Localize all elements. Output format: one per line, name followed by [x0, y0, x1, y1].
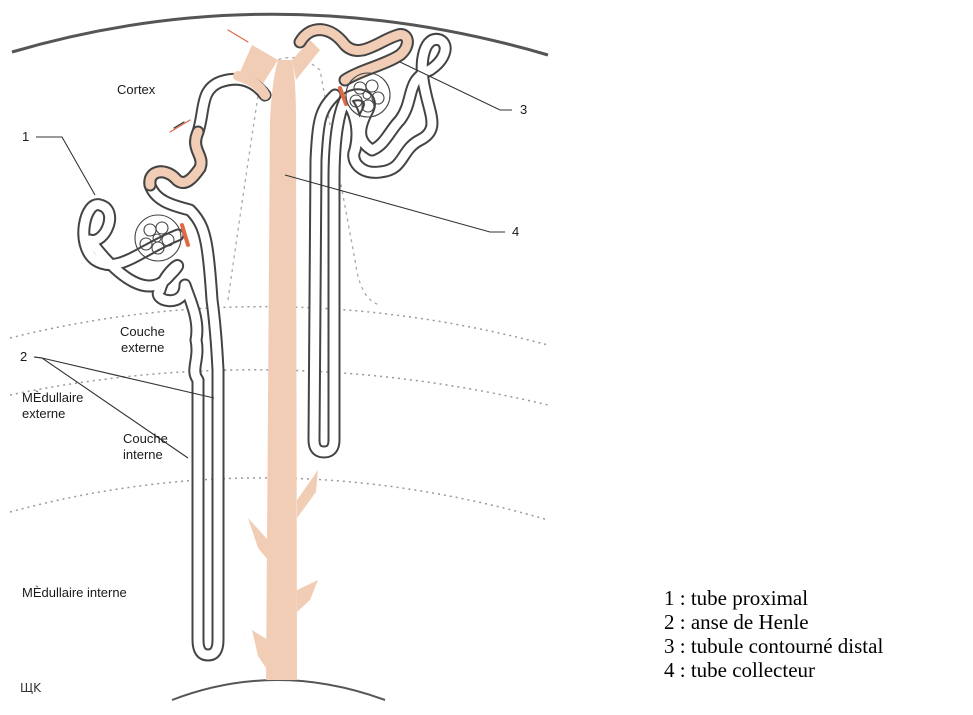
legend-item-1: 1 : tube proximal — [664, 586, 883, 610]
legend: 1 : tube proximal 2 : anse de Henle 3 : … — [664, 586, 883, 682]
legend-item-3: 3 : tubule contourné distal — [664, 634, 883, 658]
nephron-left — [84, 76, 265, 655]
artist-signature: ЩK — [20, 681, 42, 695]
collecting-duct — [240, 40, 320, 680]
label-cortex: Cortex — [117, 82, 156, 97]
label-couche-interne-line2: interne — [123, 447, 163, 462]
label-medullaire-externe-line1: MÈdullaire — [22, 390, 83, 405]
label-couche-externe-line1: Couche — [120, 324, 165, 339]
label-number-1: 1 — [22, 129, 29, 144]
label-number-3: 3 — [520, 102, 527, 117]
label-number-2: 2 — [20, 349, 27, 364]
papilla-arc — [172, 680, 385, 700]
leader-1 — [36, 137, 95, 195]
label-couche-interne-line1: Couche — [123, 431, 168, 446]
legend-item-4: 4 : tube collecteur — [664, 658, 883, 682]
legend-item-2: 2 : anse de Henle — [664, 610, 883, 634]
label-medullaire-interne: MÈdullaire interne — [22, 585, 127, 600]
label-couche-externe-line2: externe — [121, 340, 164, 355]
label-number-4: 4 — [512, 224, 519, 239]
label-medullaire-externe-line2: externe — [22, 406, 65, 421]
capsule-arc — [12, 14, 548, 55]
